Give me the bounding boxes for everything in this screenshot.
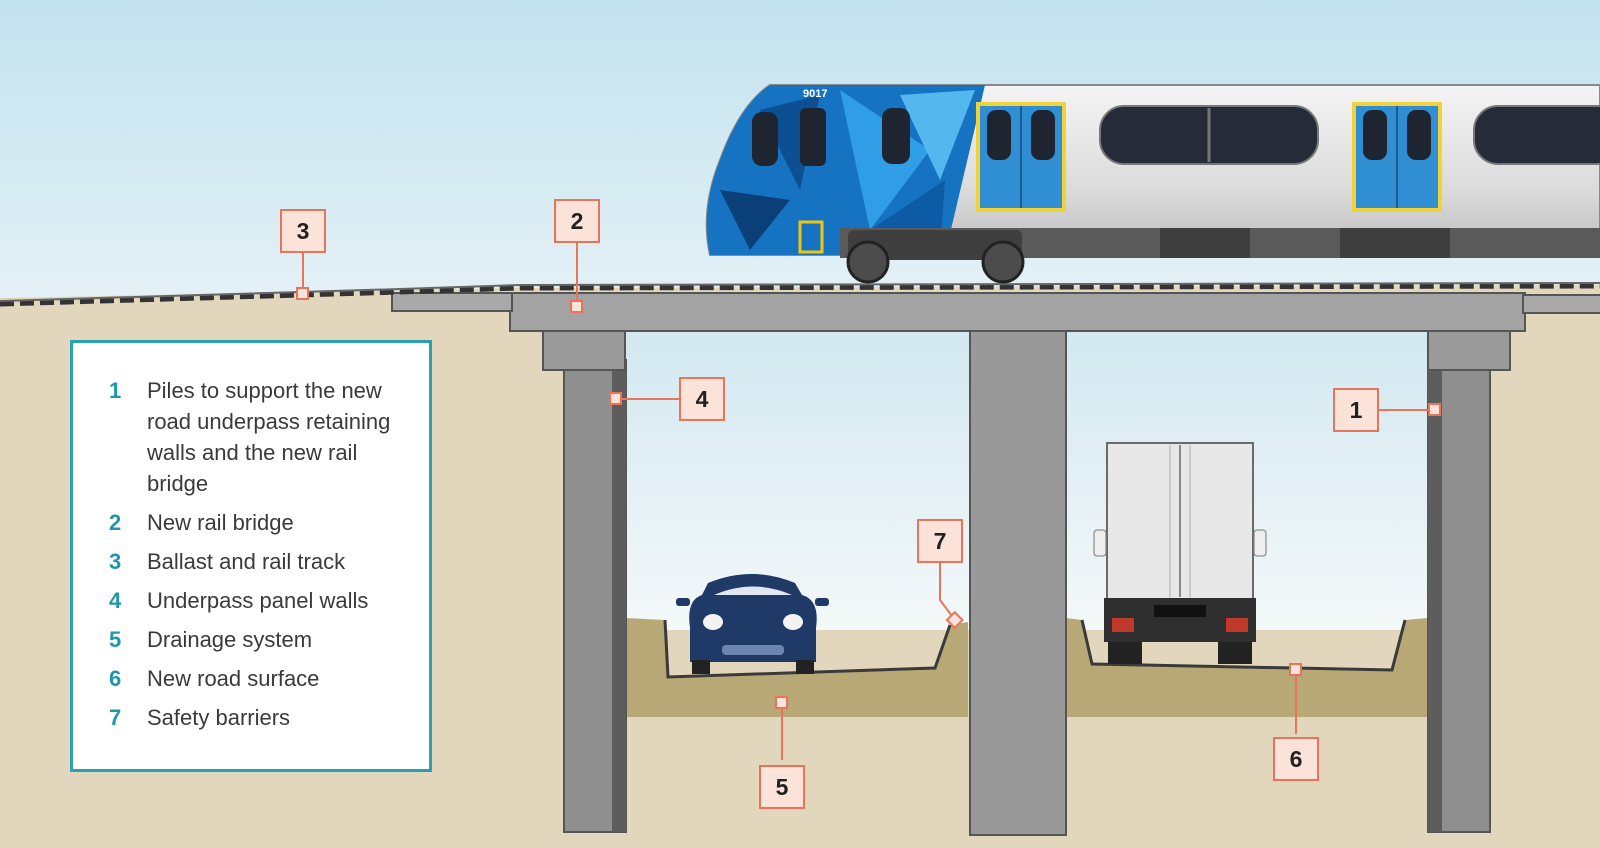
callout-4: 4 xyxy=(679,377,725,421)
callout-7: 7 xyxy=(917,519,963,563)
train-front-door xyxy=(800,108,826,166)
callout-markers xyxy=(296,287,1441,709)
legend-panel: 1 Piles to support the new road underpas… xyxy=(70,340,432,772)
legend-number: 1 xyxy=(109,378,122,403)
pile-center xyxy=(969,329,1067,836)
truck-number-plate xyxy=(1154,605,1206,617)
legend-number: 6 xyxy=(109,666,122,691)
callout-5: 5 xyxy=(759,765,805,809)
road-surface-right xyxy=(1080,619,1407,672)
svg-text:3: 3 xyxy=(297,218,310,244)
road-trough-left xyxy=(625,618,968,717)
pile-left-shade xyxy=(612,360,626,832)
callout-3: 3 xyxy=(280,209,326,253)
approach-slab-right xyxy=(1522,294,1600,314)
car-windscreen xyxy=(714,586,792,595)
svg-text:4: 4 xyxy=(696,386,709,412)
legend-item-2: 2 New rail bridge xyxy=(109,507,409,538)
train-wheel-rear xyxy=(981,240,1025,284)
svg-text:6: 6 xyxy=(1290,746,1303,772)
legend-text: Drainage system xyxy=(147,627,313,652)
legend-text: Safety barriers xyxy=(147,705,291,730)
callout-6: 6 xyxy=(1273,737,1319,781)
train-wheel-front xyxy=(846,240,890,284)
legend-item-5: 5 Drainage system xyxy=(109,624,409,655)
truck xyxy=(1093,442,1267,664)
pile-cap-left xyxy=(542,329,626,371)
underpass-void-left xyxy=(625,330,970,630)
car xyxy=(676,574,829,674)
train-bogie xyxy=(848,230,1022,260)
legend-text: New road surface xyxy=(147,666,320,691)
car-grille xyxy=(722,645,784,655)
train: 9017 xyxy=(705,84,1600,284)
svg-text:5: 5 xyxy=(776,774,789,800)
legend-item-4: 4 Underpass panel walls xyxy=(109,585,409,616)
car-headlight-left xyxy=(703,614,723,630)
pile-cap-right xyxy=(1427,329,1511,371)
car-headlight-right xyxy=(783,614,803,630)
legend-text: Piles to support the new road underpass … xyxy=(147,378,391,496)
svg-text:2: 2 xyxy=(571,208,584,234)
legend-text: Underpass panel walls xyxy=(147,588,369,613)
legend-number: 7 xyxy=(109,705,122,730)
rail-track xyxy=(0,283,1600,307)
legend-number: 3 xyxy=(109,549,122,574)
pile-right-shade xyxy=(1428,360,1442,832)
legend-text: New rail bridge xyxy=(147,510,294,535)
legend-text: Ballast and rail track xyxy=(147,549,346,574)
bridge-deck xyxy=(509,292,1526,332)
legend-item-3: 3 Ballast and rail track xyxy=(109,546,409,577)
rail-track-top xyxy=(0,282,1600,302)
svg-text:7: 7 xyxy=(934,528,947,554)
legend-number: 5 xyxy=(109,627,122,652)
train-window-2 xyxy=(1473,105,1600,165)
train-step xyxy=(798,220,824,254)
legend-item-1: 1 Piles to support the new road underpas… xyxy=(109,375,409,499)
callout-1: 1 xyxy=(1333,388,1379,432)
legend-item-6: 6 New road surface xyxy=(109,663,409,694)
train-number: 9017 xyxy=(803,88,827,100)
approach-slab-left xyxy=(391,292,513,312)
legend-number: 2 xyxy=(109,510,122,535)
car-body xyxy=(689,574,817,662)
legend-number: 4 xyxy=(109,588,122,613)
callout-2: 2 xyxy=(554,199,600,243)
train-side-window xyxy=(882,108,910,164)
legend-item-7: 7 Safety barriers xyxy=(109,702,409,733)
svg-text:1: 1 xyxy=(1350,397,1363,423)
train-driver-window xyxy=(752,112,778,166)
